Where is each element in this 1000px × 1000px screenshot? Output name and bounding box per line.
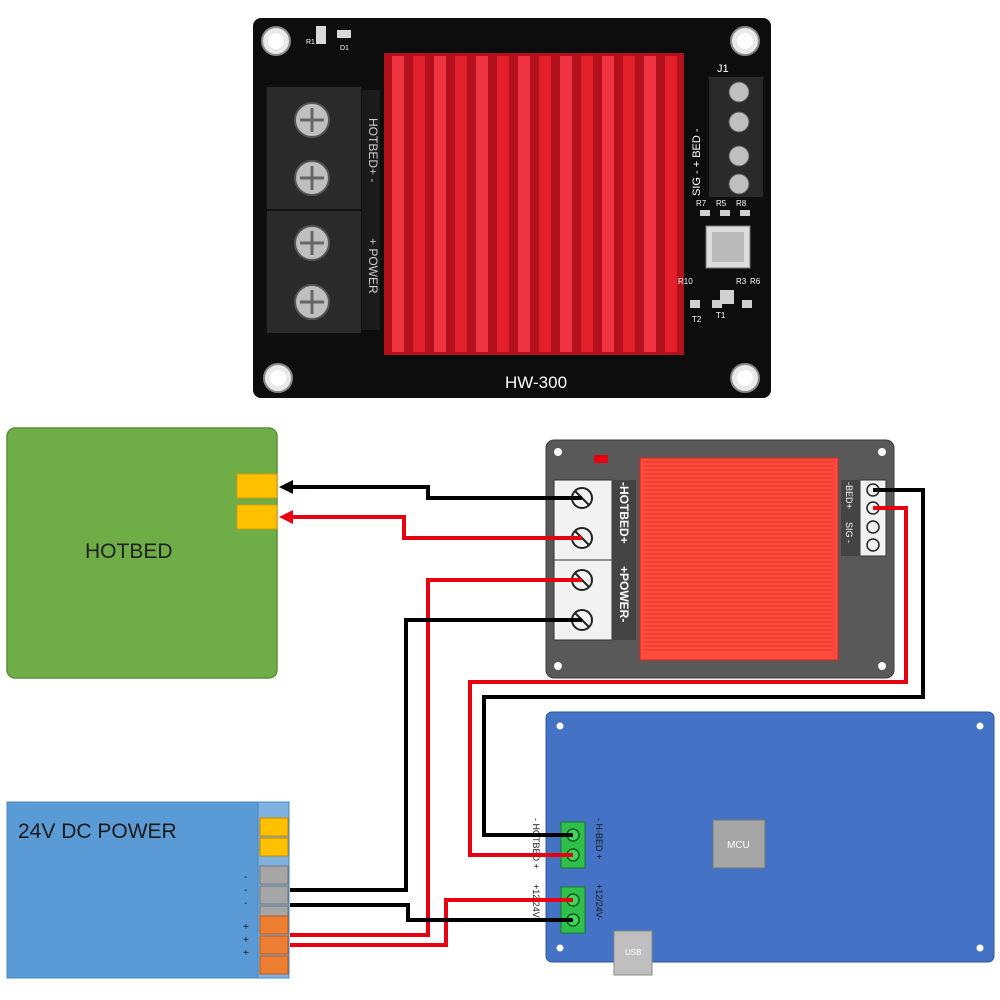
hotbed-connector-bottom	[236, 504, 278, 530]
heatsink-fin	[476, 56, 488, 352]
heatsink-fin	[560, 56, 572, 352]
part-label: R6	[750, 277, 761, 286]
photo-led	[337, 30, 351, 38]
hotbed-connector-top	[236, 473, 278, 499]
wires	[279, 480, 925, 947]
heatsink-fin	[644, 56, 656, 352]
psu-terminal-plus	[259, 955, 289, 975]
psu-label: 24V DC POWER	[18, 820, 177, 843]
part-label: D1	[340, 45, 349, 52]
power-supply: 24V DC POWER - - - + + +	[6, 801, 290, 979]
wire-hotbed-negative	[288, 485, 582, 500]
photo-heatsink	[384, 53, 684, 355]
power-left-label: +12/24V-	[531, 884, 541, 920]
heatsink-fin	[581, 56, 593, 352]
heatsink-fin	[497, 56, 509, 352]
wire-signal-positive	[468, 506, 908, 857]
module-power-label: +POWER-	[617, 566, 631, 622]
mcu-chip	[712, 819, 766, 869]
wire-power-negative	[290, 618, 582, 892]
arrow-hotbed-positive	[279, 510, 293, 524]
psu-terminal-plus	[259, 915, 289, 935]
hotbed-board	[6, 427, 278, 679]
module-bed-label: -BED+	[844, 482, 854, 509]
module-hotbed-label: -HOTBED+	[617, 482, 631, 544]
wire-hotbed-positive	[288, 515, 582, 540]
mosfet-module: -HOTBED+ +POWER- -BED+ SIG -	[545, 439, 895, 679]
psu-terminal-plus	[259, 935, 289, 955]
psu-body	[6, 801, 290, 979]
psu-terminal-minus	[259, 865, 289, 885]
heatsink-fin	[602, 56, 614, 352]
usb-port	[613, 930, 653, 976]
photo-power-label: + POWER	[366, 238, 380, 294]
wire-signal-negative	[482, 488, 925, 837]
heatsink-fin	[413, 56, 425, 352]
heatsink-fin	[392, 56, 404, 352]
psu-minus-mark: -	[244, 872, 247, 883]
board-photo: J1 SIG - + BED - R7 R5 R8 R10 R3 R6 T2 T…	[253, 18, 771, 398]
board-label: HW-300	[505, 373, 567, 392]
heatsink-fin	[455, 56, 467, 352]
photo-signal-label: SIG - + BED -	[691, 128, 703, 196]
mcu-label: MCU	[727, 840, 750, 851]
part-label: T1	[716, 311, 726, 320]
psu-plus-mark: +	[243, 922, 249, 933]
power-right-label: +12/24V-	[594, 884, 604, 920]
part-label: R5	[716, 199, 727, 208]
module-sig-label: SIG -	[844, 522, 854, 543]
psu-plus-mark: +	[243, 948, 249, 959]
heatsink-fin	[518, 56, 530, 352]
part-label: R3	[736, 277, 747, 286]
heatsink-fin	[434, 56, 446, 352]
psu-terminal-ac	[259, 817, 289, 837]
psu-terminal-ac	[259, 837, 289, 857]
arrow-hotbed-negative	[279, 480, 293, 494]
photo-hotbed-label: HOTBED+ -	[366, 118, 380, 182]
part-label: R8	[736, 199, 747, 208]
heatsink-fin	[623, 56, 635, 352]
hotbed-block: HOTBED	[6, 427, 278, 679]
psu-terminal-minus	[259, 885, 289, 905]
wire-controller-power-negative	[290, 903, 573, 922]
part-label: R7	[696, 199, 707, 208]
controller-pcb	[545, 711, 995, 963]
module-led	[594, 455, 608, 463]
psu-plus-mark: +	[243, 935, 249, 946]
psu-minus-mark: -	[244, 885, 247, 896]
j1-label: J1	[717, 63, 729, 75]
usb-label: USB	[625, 948, 641, 957]
hotbed-label: HOTBED	[85, 540, 173, 563]
heatsink-fin	[665, 56, 677, 352]
controller-board: MCU USB - HOTBED + - H-BED + +12/24V- +1…	[531, 711, 995, 976]
hbed-left-label: - HOTBED +	[531, 818, 541, 869]
wire-power-positive	[290, 578, 582, 937]
hbed-right-label: - H-BED +	[594, 818, 604, 859]
part-label: R10	[678, 277, 693, 286]
part-label: R1	[306, 39, 315, 46]
heatsink-fin	[539, 56, 551, 352]
psu-terminal-minus	[259, 905, 289, 917]
wire-controller-power-positive	[290, 898, 573, 947]
psu-minus-mark: -	[244, 898, 247, 909]
part-label: T2	[692, 315, 702, 324]
